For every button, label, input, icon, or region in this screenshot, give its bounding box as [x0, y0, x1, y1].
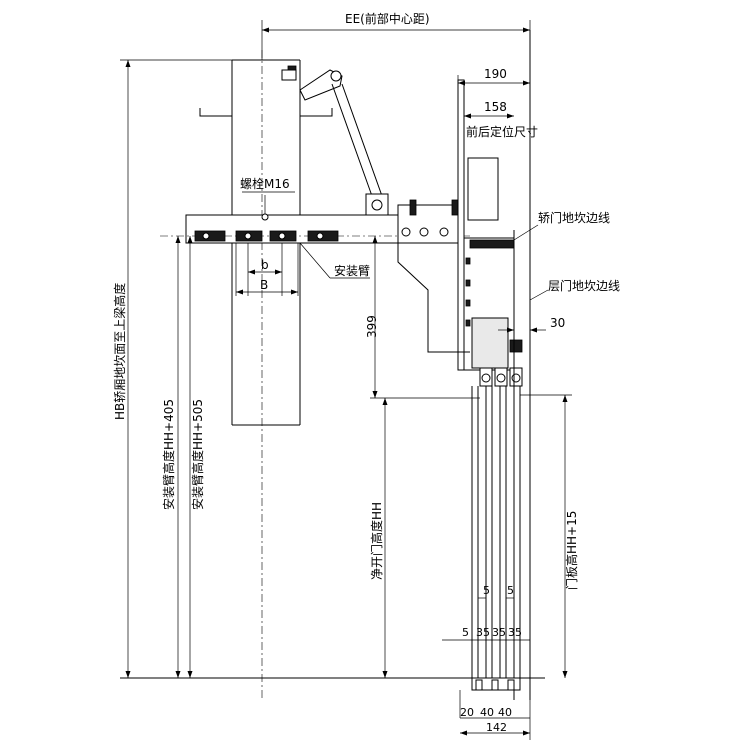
hh505-label: 安装臂高度HH+505 — [190, 399, 205, 510]
dim-190: 190 — [484, 67, 507, 81]
dim-5-b: 5 — [507, 584, 514, 597]
dim-399-line — [370, 236, 480, 399]
car-sill-label: 轿门地坎边线 — [538, 210, 610, 225]
panel-height-label: 门板高HH+15 — [564, 511, 579, 590]
landing-sill-label: 层门地坎边线 — [548, 278, 620, 293]
b-big-label: B — [260, 278, 268, 292]
mounting-arm — [160, 195, 470, 244]
hb-label: HB轿厢地坎面至上梁高度 — [112, 283, 127, 420]
top-right-dimensions — [457, 75, 531, 160]
dim-399: 399 — [365, 315, 379, 338]
dim-5-a: 5 — [483, 584, 490, 597]
dim-30: 30 — [550, 316, 565, 330]
dim-35-a: 35 — [476, 626, 490, 639]
support-strut — [299, 69, 389, 217]
left-dimensions — [120, 59, 545, 679]
dim-158: 158 — [484, 100, 507, 114]
ee-dimension: EE(前部中心距) — [261, 11, 531, 60]
b-small-label: b — [261, 258, 269, 272]
hh405-label: 安装臂高度HH+405 — [161, 399, 176, 510]
front-rear-label: 前后定位尺寸 — [466, 124, 538, 139]
door-panels — [471, 386, 521, 678]
bB-dimensions — [235, 243, 299, 296]
arm-label: 安装臂 — [334, 263, 370, 278]
dim-35-b: 35 — [492, 626, 506, 639]
dim-40-b: 40 — [498, 706, 512, 719]
dim-5-c: 5 — [462, 626, 469, 639]
clear-opening-label: 净开门高度HH — [369, 502, 384, 580]
bottom-detail — [442, 597, 531, 740]
dim-142: 142 — [486, 721, 507, 734]
bolt-label: 螺栓M16 — [240, 176, 290, 191]
ee-label: EE(前部中心距) — [345, 11, 430, 26]
dim-40-a: 40 — [480, 706, 494, 719]
door-operator — [397, 79, 523, 387]
dim-35-c: 35 — [508, 626, 522, 639]
dim-20: 20 — [460, 706, 474, 719]
header-beam — [199, 50, 333, 700]
